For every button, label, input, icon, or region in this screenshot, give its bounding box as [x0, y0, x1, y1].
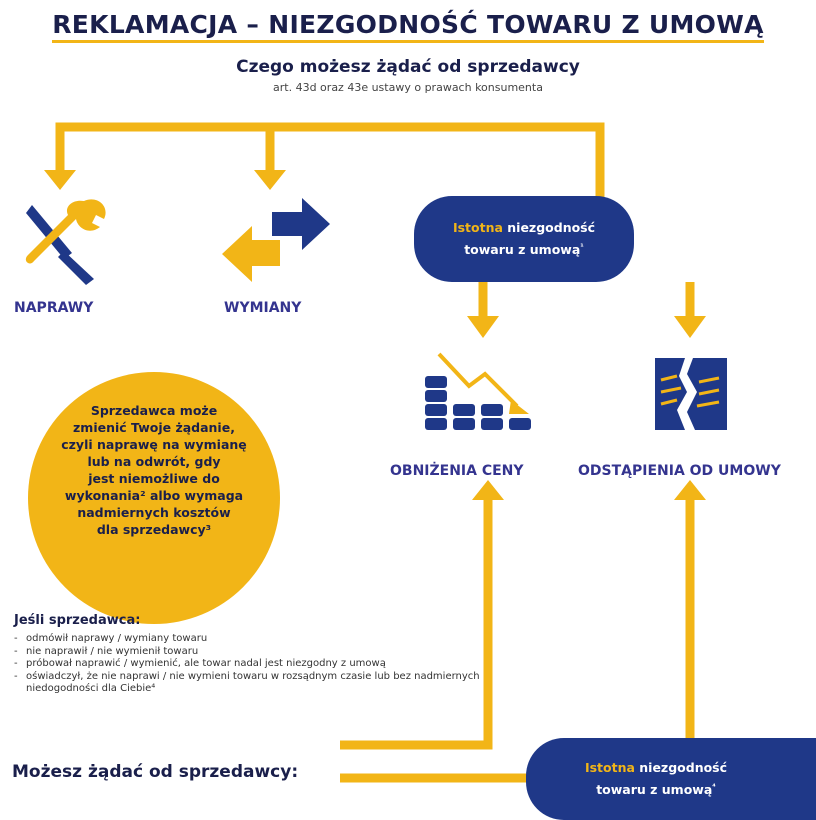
note-line: lub na odwrót, gdy	[87, 454, 221, 469]
material-nonconformity-pill-top: Istotna niezgodność towaru z umową¹	[414, 196, 634, 282]
note-line: Sprzedawca może	[90, 403, 218, 418]
arrowhead-repair	[44, 170, 76, 190]
material-nonconformity-pill-bottom: Istotna niezgodność towaru z umową⁴	[526, 738, 816, 820]
connector-top-loop	[55, 122, 605, 200]
pill-text-line2: towaru z umową	[464, 242, 581, 258]
repair-heading: NAPRAWY	[14, 300, 94, 316]
withdrawal-heading: ODSTĄPIENIA OD UMOWY	[578, 463, 781, 479]
conditions-list: odmówił naprawy / wymiany towaru nie nap…	[14, 633, 494, 696]
connector-bottom-price	[340, 498, 493, 750]
highlight-text: Istotna	[584, 760, 635, 776]
torn-contract-icon	[655, 358, 727, 430]
seller-change-circle	[28, 372, 280, 624]
list-item: próbował naprawić / wymienić, ale towar …	[14, 658, 494, 671]
note-line: wykonania² albo wymaga	[64, 488, 244, 503]
list-item: oświadczył, że nie naprawi / nie wymieni…	[14, 671, 486, 696]
footnote-marker: ⁴	[712, 782, 716, 792]
exchange-arrows-icon	[222, 198, 330, 282]
price-drop-chart-icon	[425, 352, 531, 430]
demand-label: Możesz żądać od sprzedawcy:	[12, 762, 299, 782]
page-subtitle: Czego możesz żądać od sprzedawcy	[236, 57, 580, 77]
legal-reference: art. 43d oraz 43e ustawy o prawach konsu…	[273, 81, 543, 94]
page-title: REKLAMACJA – NIEZGODNOŚĆ TOWARU Z UMOWĄ	[0, 10, 816, 43]
arrowhead-up-withdrawal	[674, 480, 706, 500]
pill-text-line1: niezgodność	[634, 760, 728, 776]
price-reduction-heading: OBNIŻENIA CENY	[390, 463, 524, 479]
pill-text-line1: niezgodność	[502, 220, 596, 236]
conditions-title: Jeśli sprzedawca:	[14, 613, 141, 628]
note-line: czyli naprawę na wymianę	[61, 437, 247, 452]
wrench-screwdriver-icon	[25, 199, 106, 285]
note-line: zmienić Twoje żądanie,	[73, 420, 235, 435]
pill-text-line2: towaru z umową	[596, 782, 713, 798]
arrowhead-up-price	[472, 480, 504, 500]
seller-change-note: Sprzedawca może zmienić Twoje żądanie, c…	[46, 402, 262, 538]
list-item: odmówił naprawy / wymiany towaru	[14, 633, 494, 646]
arrowhead-exchange	[254, 170, 286, 190]
arrowhead-price-reduction	[467, 316, 499, 338]
arrowhead-withdrawal	[674, 316, 706, 338]
footnote-marker: ¹	[580, 242, 584, 252]
note-line: dla sprzedawcy³	[96, 522, 212, 537]
highlight-text: Istotna	[452, 220, 503, 236]
exchange-heading: WYMIANY	[224, 300, 302, 316]
note-line: nadmiernych kosztów	[77, 505, 231, 520]
list-item: nie naprawił / nie wymienił towaru	[14, 646, 494, 659]
note-line: jest niemożliwe do	[88, 471, 220, 486]
